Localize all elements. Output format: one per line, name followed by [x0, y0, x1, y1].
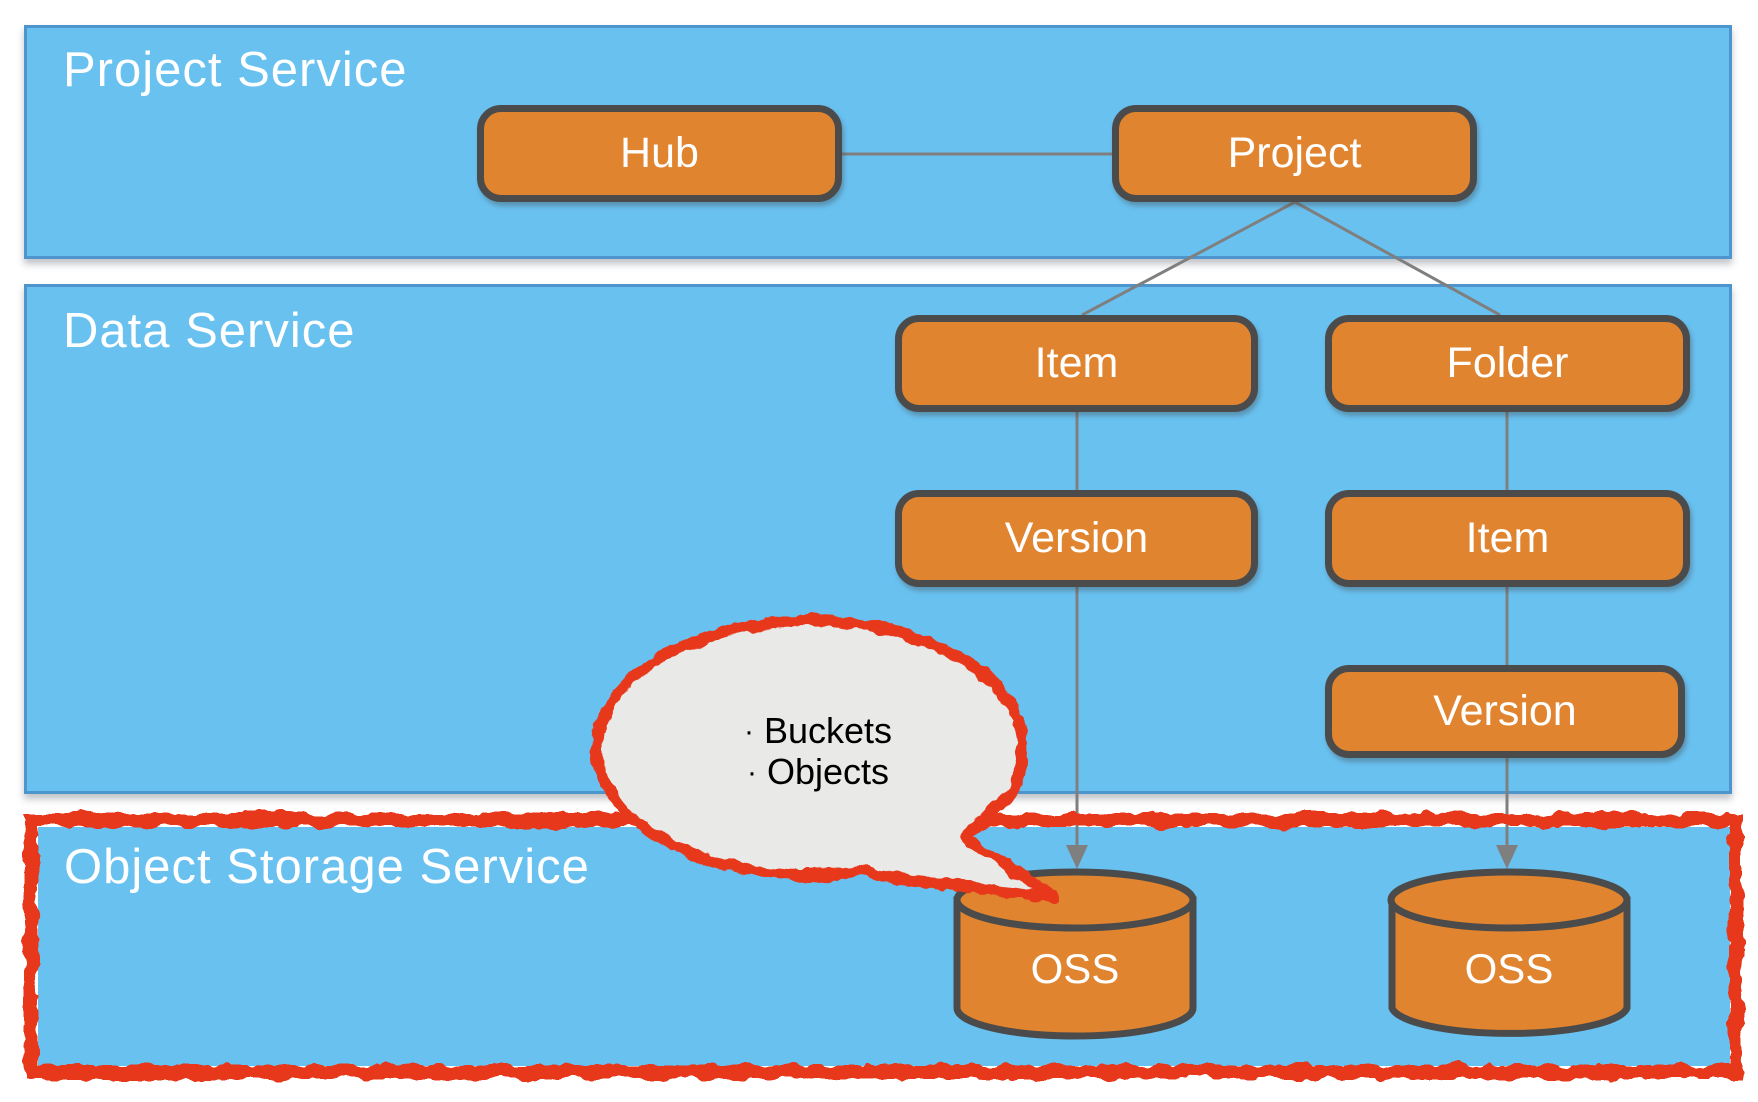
bullet-icon: · — [746, 756, 757, 789]
node-item-right: Item — [1325, 490, 1690, 587]
callout-item-label: Objects — [766, 751, 890, 792]
callout-item-label: Buckets — [763, 710, 893, 751]
callout-item: · Objects — [658, 752, 978, 793]
node-version-right: Version — [1325, 665, 1685, 758]
node-hub: Hub — [477, 105, 842, 202]
band-object-storage-service: Object Storage Service — [38, 827, 1730, 1066]
callout-text: ·Buckets ·Objects — [658, 711, 978, 793]
callout-item: · Buckets — [658, 711, 978, 752]
band-label-object-storage-service: Object Storage Service — [64, 840, 590, 894]
band-label-data-service: Data Service — [63, 304, 356, 358]
node-item-left: Item — [895, 315, 1258, 412]
band-label-project-service: Project Service — [63, 43, 408, 97]
node-version-left: Version — [895, 490, 1258, 587]
node-project: Project — [1112, 105, 1477, 202]
bullet-icon: · — [743, 715, 754, 748]
node-folder: Folder — [1325, 315, 1690, 412]
